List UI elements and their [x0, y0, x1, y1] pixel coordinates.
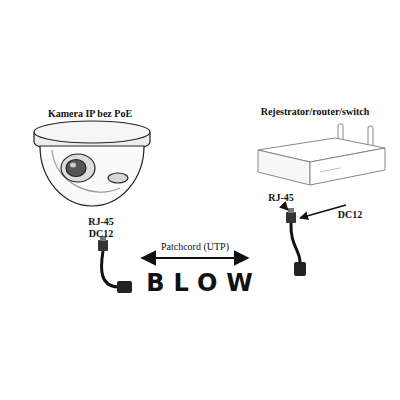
connector-label: DC12	[89, 228, 113, 240]
brand-logo: BLOW	[146, 270, 262, 298]
edge-label: Patchcord (UTP)	[159, 241, 231, 253]
router	[258, 124, 385, 185]
connector-label: DC12	[338, 209, 362, 221]
connector-label: RJ-45	[88, 216, 114, 228]
leader-line	[283, 205, 288, 210]
device-title: Rejestrator/router/switch	[248, 106, 382, 118]
cable-adapter	[98, 236, 132, 293]
connector-label: RJ-45	[268, 192, 294, 204]
patchcord-arrow	[142, 257, 248, 259]
device-group: Rejestrator/router/switch	[248, 106, 382, 278]
device-group: Kamera IP bez PoE	[38, 108, 142, 276]
device-title: Kamera IP bez PoE	[38, 108, 142, 120]
cable-adapter	[286, 208, 306, 276]
dome-camera	[34, 121, 150, 206]
